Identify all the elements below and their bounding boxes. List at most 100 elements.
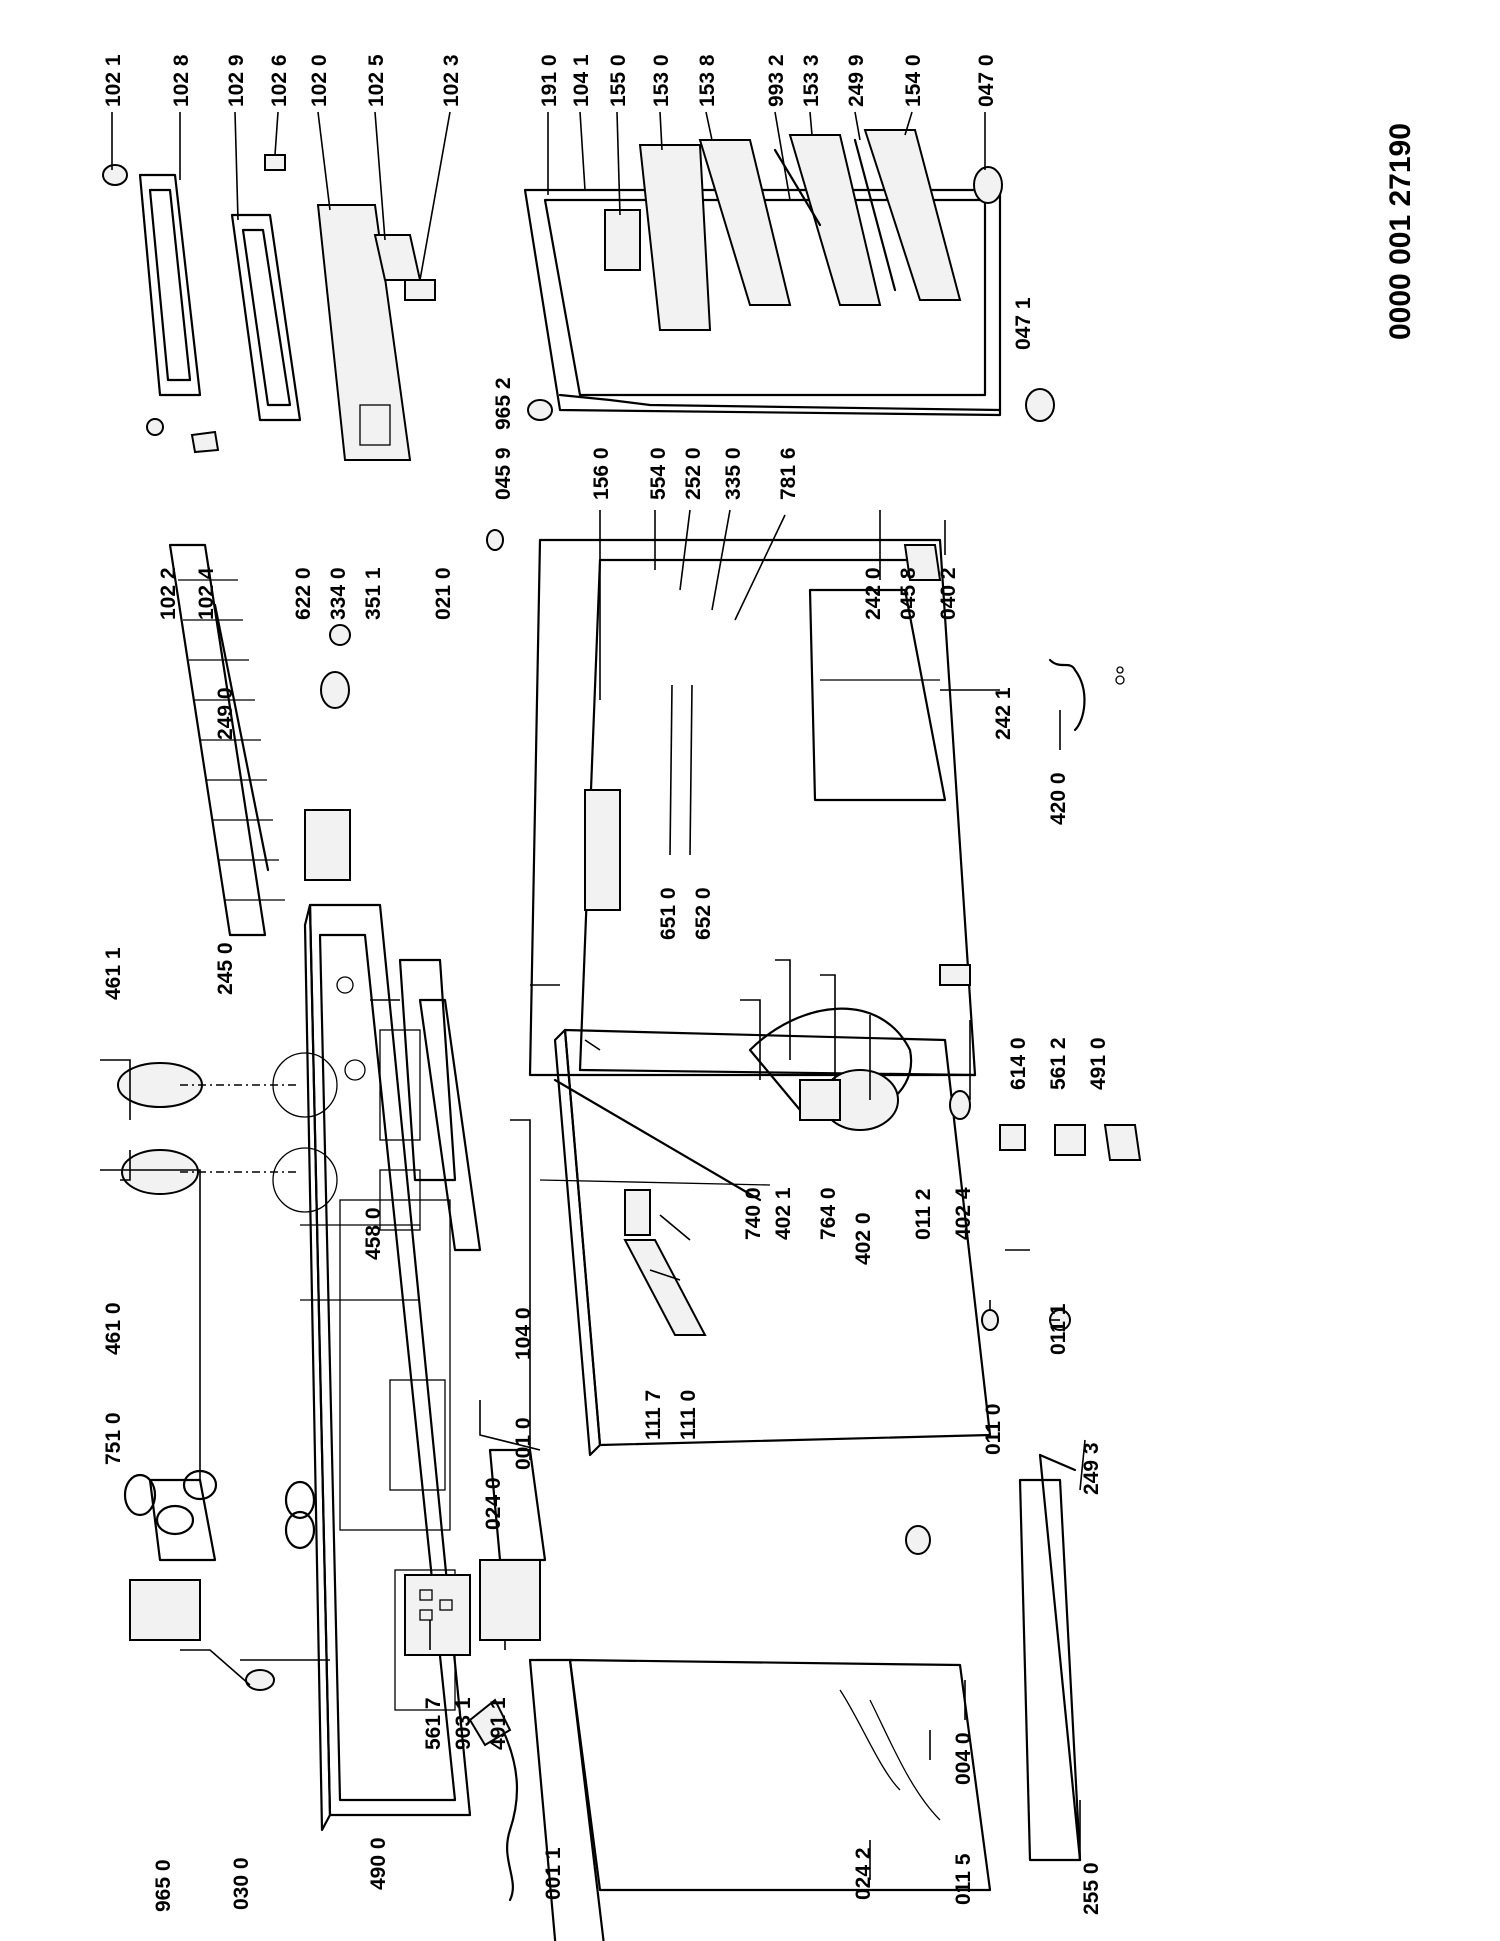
label-740-0: 740 0 <box>742 1187 765 1240</box>
label-554-0: 554 0 <box>647 447 670 500</box>
hinge-102-6 <box>264 154 286 171</box>
label-047-1: 047 1 <box>1012 297 1035 350</box>
label-651-0: 651 0 <box>657 887 680 940</box>
label-781-6: 781 6 <box>777 447 800 500</box>
label-102-9: 102 9 <box>225 54 248 107</box>
label-102-6: 102 6 <box>268 54 291 107</box>
foot-965 <box>245 1669 275 1691</box>
label-045-9: 045 9 <box>492 447 515 500</box>
label-047-0: 047 0 <box>975 54 998 107</box>
label-001-0: 001 0 <box>512 1417 535 1470</box>
label-011-0: 011 0 <box>982 1404 1005 1455</box>
label-458-0: 458 0 <box>362 1207 385 1260</box>
label-024-0: 024 0 <box>482 1477 505 1530</box>
label-622-0: 622 0 <box>292 567 315 620</box>
rear-panel <box>488 1448 547 1562</box>
label-030-0: 030 0 <box>230 1857 253 1910</box>
screw-045-9 <box>486 529 504 551</box>
leader-lines <box>100 111 1086 1880</box>
label-102-2: 102 2 <box>157 567 180 620</box>
side-panel <box>528 1658 992 1941</box>
thermostat <box>304 624 351 881</box>
label-024-2: 024 2 <box>852 1847 875 1900</box>
label-461-1: 461 1 <box>102 947 125 1000</box>
label-102-1: 102 1 <box>102 54 125 107</box>
wire-shelf <box>168 543 285 937</box>
label-402-1: 402 1 <box>772 1187 795 1240</box>
worktop-panel <box>272 903 472 1832</box>
label-255-0: 255 0 <box>1080 1862 1103 1915</box>
mains-cable <box>468 1698 518 1902</box>
label-045-8: 045 8 <box>897 567 920 620</box>
label-102-5: 102 5 <box>365 54 388 107</box>
label-102-0: 102 0 <box>308 54 331 107</box>
label-153-0: 153 0 <box>650 54 673 107</box>
label-191-0: 191 0 <box>538 54 561 107</box>
label-402-4: 402 4 <box>952 1187 975 1240</box>
label-021-0: 021 0 <box>432 567 455 620</box>
knobs <box>117 1062 300 1195</box>
insulation-block <box>479 1559 541 1641</box>
label-903-1: 903 1 <box>452 1697 475 1750</box>
lamp-assembly <box>123 1469 316 1641</box>
label-614-0: 614 0 <box>1007 1037 1030 1090</box>
cabinet-body <box>528 538 977 1202</box>
label-561-2: 561 2 <box>1047 1037 1070 1090</box>
hinge-102-2 <box>146 418 164 436</box>
label-004-0: 004 0 <box>952 1732 975 1785</box>
evaporator-bar <box>418 998 482 1252</box>
label-153-3: 153 3 <box>800 54 823 107</box>
label-334-0: 334 0 <box>327 567 350 620</box>
label-491-0: 491 0 <box>1087 1037 1110 1090</box>
label-040-2: 040 2 <box>937 567 960 620</box>
label-402-0: 402 0 <box>852 1212 875 1265</box>
hinge-102-4 <box>190 430 220 454</box>
label-011-5: 011 5 <box>952 1853 975 1905</box>
door-parts <box>138 173 436 461</box>
label-001-1: 001 1 <box>542 1847 565 1900</box>
inner-liner <box>523 129 1002 417</box>
label-102-4: 102 4 <box>195 567 218 620</box>
worktop-frame <box>398 958 457 1182</box>
label-249-9: 249 9 <box>845 54 868 107</box>
label-156-0: 156 0 <box>590 447 613 500</box>
label-155-0: 155 0 <box>607 54 630 107</box>
label-252-0: 252 0 <box>682 447 705 500</box>
label-111-7: 111 7 <box>642 1390 665 1440</box>
foot-965-2 <box>527 399 553 421</box>
part-labels: 001 1 024 2 004 0 011 5 255 0 249 3 011 … <box>102 54 1110 1915</box>
label-561-7: 561 7 <box>422 1697 445 1750</box>
label-490-0: 490 0 <box>367 1837 390 1890</box>
label-111-0: 111 0 <box>677 1390 700 1440</box>
label-102-8: 102 8 <box>170 54 193 107</box>
label-420-0: 420 0 <box>1047 772 1070 825</box>
label-011-1: 011 1 <box>1047 1303 1070 1355</box>
label-153-8: 153 8 <box>696 54 719 107</box>
label-965-0: 965 0 <box>152 1859 175 1912</box>
label-242-0: 242 0 <box>862 567 885 620</box>
label-652-0: 652 0 <box>692 887 715 940</box>
label-245-0: 245 0 <box>214 942 237 995</box>
label-491-1: 491 1 <box>487 1697 510 1750</box>
label-764-0: 764 0 <box>817 1187 840 1240</box>
base-plate <box>1018 1453 1082 1862</box>
label-335-0: 335 0 <box>722 447 745 500</box>
label-993-2: 993 2 <box>765 54 788 107</box>
label-242-1: 242 1 <box>992 687 1015 740</box>
label-351-1: 351 1 <box>362 567 385 620</box>
label-249-3: 249 3 <box>1080 1442 1103 1495</box>
label-154-0: 154 0 <box>902 54 925 107</box>
label-461-0: 461 0 <box>102 1302 125 1355</box>
label-104-1: 104 1 <box>570 54 593 107</box>
label-751-0: 751 0 <box>102 1412 125 1465</box>
label-011-2: 011 2 <box>912 1189 935 1240</box>
hinge-top <box>973 166 1003 204</box>
label-104-0: 104 0 <box>512 1307 535 1360</box>
hinge-bottom <box>1025 388 1055 422</box>
drawing-code: 0000 001 27190 <box>1384 123 1417 340</box>
switch-panel <box>404 1574 471 1656</box>
label-249-0: 249 0 <box>214 687 237 740</box>
hinge-102-1 <box>102 164 128 186</box>
label-965-2: 965 2 <box>492 377 515 430</box>
outer-door <box>553 1028 992 1457</box>
